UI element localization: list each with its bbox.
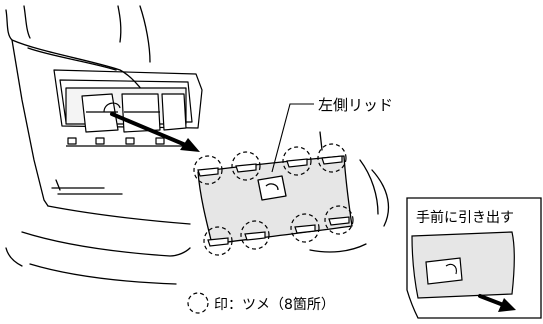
tab-marker-top-4 <box>317 143 347 173</box>
tab-marker-bottom-2 <box>240 220 270 250</box>
laptop-body <box>5 5 390 285</box>
inset-panel <box>406 197 542 319</box>
tab-marker-top-3 <box>282 146 312 176</box>
tab-marker-bottom-3 <box>290 213 320 243</box>
drive-bay <box>53 69 203 147</box>
legend-text: 印：ツメ（8箇所） <box>214 296 335 313</box>
dashed-circle-icon <box>187 292 209 314</box>
left-lid-leader <box>271 103 314 173</box>
tab-marker-top-2 <box>231 151 261 181</box>
removal-arrow <box>110 112 200 152</box>
left-lid-panel <box>197 155 353 245</box>
tab-markers <box>193 143 354 256</box>
pull-forward-label: 手前に引き出す <box>416 209 514 226</box>
tab-marker-bottom-1 <box>203 226 233 256</box>
left-lid-label: 左側リッド <box>318 96 393 114</box>
tab-marker-top-1 <box>193 155 223 185</box>
tab-marker-bottom-4 <box>324 205 354 235</box>
